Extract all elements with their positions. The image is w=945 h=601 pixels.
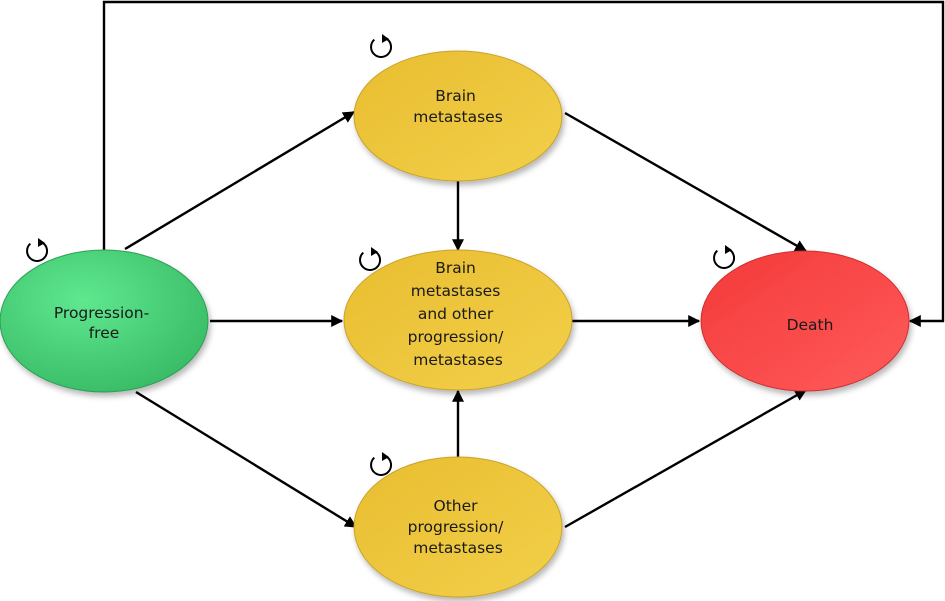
label-line: Other	[434, 497, 479, 515]
node-death: Death	[700, 250, 910, 392]
edge-progression-free-to-death	[102, 0, 945, 327]
label-line: Brain	[435, 87, 476, 105]
label-line: and other	[418, 305, 494, 323]
label-line: Progression-	[54, 304, 149, 322]
self-loops	[26, 34, 736, 476]
edge-brain-metastases-to-death	[564, 111, 808, 253]
node-brain-metastases: Brain metastases	[353, 50, 563, 182]
node-progression-free: Progression- free	[0, 249, 209, 393]
label-line: progression/	[408, 328, 505, 346]
node-brain-metastases-and-other: Brain metastases and other progression/ …	[343, 249, 573, 391]
label-line: Death	[787, 316, 834, 334]
node-label: Death	[787, 316, 834, 334]
self-loop-icon	[26, 238, 49, 262]
edge-progression-free-to-brain-metastases	[124, 110, 356, 251]
label-line: free	[89, 324, 120, 342]
node-label: Other progression/ metastases	[408, 497, 509, 557]
node-label: Brain metastases	[413, 87, 503, 126]
label-line: metastases	[413, 539, 503, 557]
label-line: metastases	[411, 282, 501, 300]
node-label: Progression- free	[54, 304, 154, 342]
label-line: progression/	[408, 518, 505, 536]
node-label: Brain metastases and other progression/ …	[408, 259, 509, 369]
self-loop-icon	[370, 34, 393, 58]
label-line: metastases	[413, 108, 503, 126]
node-other-progression: Other progression/ metastases	[353, 456, 563, 598]
self-loop-icon	[359, 247, 382, 271]
label-line: Brain	[435, 259, 476, 277]
edges	[102, 0, 945, 529]
edge-other-progression-to-death	[564, 388, 808, 529]
label-line: metastases	[413, 351, 503, 369]
self-loop-icon	[713, 245, 736, 269]
edge-progression-free-to-other-progression	[135, 390, 358, 529]
self-loop-icon	[370, 452, 393, 476]
